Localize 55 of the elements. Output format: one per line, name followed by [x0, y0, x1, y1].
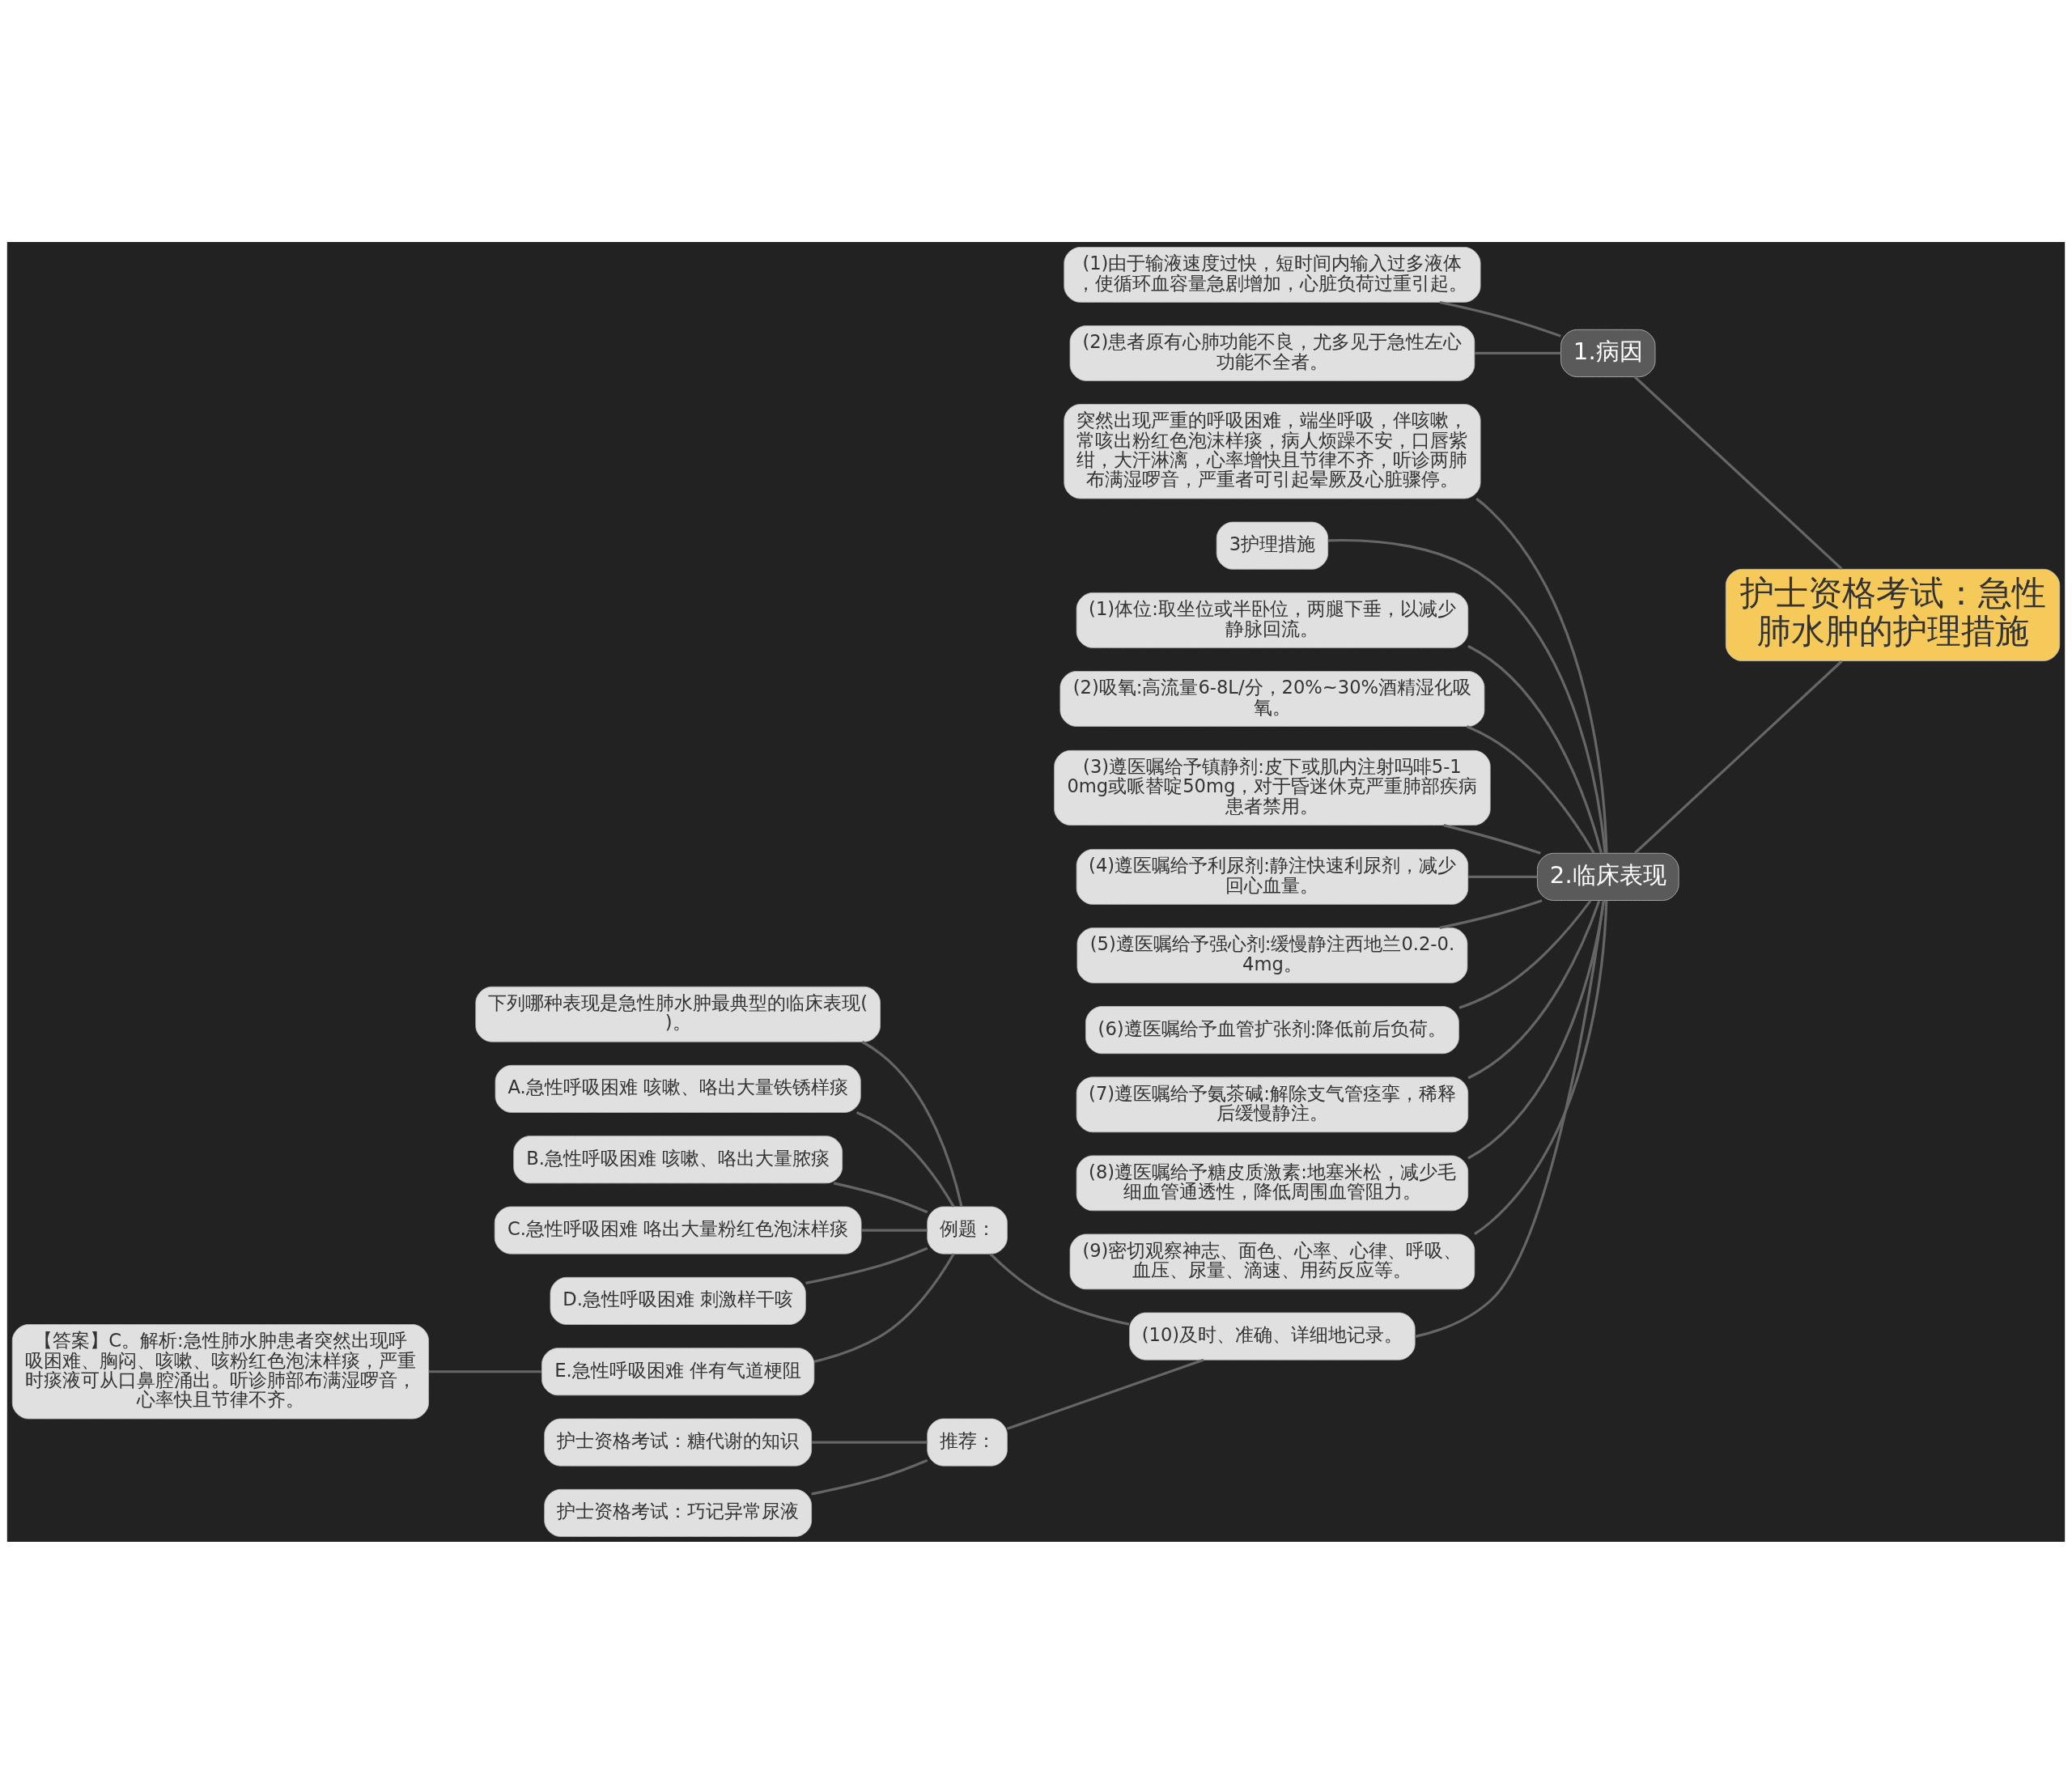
connector	[1327, 538, 1607, 853]
node-box: (1)由于输液速度过快，短时间内输入过多液体，使循环血容量急剧增加，心脏负荷过重引起。	[1064, 246, 1481, 303]
connector	[812, 1440, 928, 1444]
connector	[833, 1181, 928, 1213]
connector	[1474, 900, 1608, 1235]
connector	[1439, 300, 1561, 337]
connector	[1006, 1358, 1204, 1430]
node-box: 2.临床表现	[1537, 852, 1679, 901]
node-box: A.急性呼吸困难 咳嗽、咯出大量铁锈样痰	[495, 1064, 861, 1113]
connector	[1475, 497, 1608, 853]
node-box: 护士资格考试：巧记异常尿液	[544, 1488, 813, 1537]
connector	[1439, 898, 1543, 929]
node-box: (4)遵医嘱给予利尿剂:静注快速利尿剂，减少回心血量。	[1076, 848, 1469, 905]
node-box: (8)遵医嘱给予糖皮质激素:地塞米松，减少毛细血管通透性，降低周围血管阻力。	[1076, 1155, 1469, 1211]
node-box: C.急性呼吸困难 咯出大量粉红色泡沫样痰	[494, 1206, 862, 1254]
connector	[861, 1228, 928, 1232]
connector	[856, 1110, 955, 1208]
connector	[813, 1252, 955, 1363]
connector	[989, 1252, 1130, 1326]
connector	[1467, 900, 1601, 1079]
node-box: 例题：	[927, 1206, 1008, 1254]
connector	[1633, 376, 1843, 570]
node-box: (6)遵医嘱给予血管扩张剂:降低前后负荷。	[1085, 1005, 1459, 1054]
node-box: E.急性呼吸困难 伴有气道梗阻	[541, 1347, 815, 1395]
node-box: 1.病因	[1560, 329, 1656, 377]
node-box: (10)及时、准确、详细地记录。	[1129, 1312, 1416, 1361]
node-box: 护士资格考试：糖代谢的知识	[544, 1418, 813, 1467]
node-box: (2)患者原有心肺功能不良，尤多见于急性左心功能不全者。	[1069, 325, 1475, 381]
connector	[429, 1369, 541, 1373]
node-box: (3)遵医嘱给予镇静剂:皮下或肌内注射吗啡5-10mg或哌替啶50mg，对于昏迷休克严重肺部疾病患者禁用。	[1054, 749, 1491, 826]
node-box: (7)遵医嘱给予氨茶碱:解除支气管痉挛，稀释后缓慢静注。	[1076, 1076, 1469, 1132]
node-box: (1)体位:取坐位或半卧位，两腿下垂，以减少静脉回流。	[1076, 592, 1469, 648]
connector	[1468, 875, 1538, 878]
node-box: (2)吸氧:高流量6-8L/分，20%~30%酒精湿化吸氧。	[1059, 670, 1485, 727]
connector	[805, 1246, 928, 1284]
connector	[1467, 899, 1606, 1160]
node-box: 推荐：	[927, 1418, 1008, 1467]
connector	[1633, 660, 1843, 854]
node-box: D.急性呼吸困难 刺激样干咳	[550, 1276, 806, 1325]
node-box: 下列哪种表现是急性肺水肿最典型的临床表现( )。	[475, 986, 881, 1042]
connector	[1443, 823, 1541, 855]
connector	[1466, 724, 1595, 853]
connector	[861, 1040, 963, 1207]
connector	[1467, 644, 1603, 853]
connector	[1475, 351, 1561, 354]
node-box: (5)遵医嘱给予强心剂:缓慢静注西地兰0.2-0.4mg。	[1076, 927, 1468, 983]
node-box: 3护理措施	[1216, 521, 1329, 570]
connector	[811, 1458, 928, 1495]
node-box: 护士资格考试：急性肺水肿的护理措施	[1725, 568, 2061, 661]
connector	[1458, 899, 1592, 1009]
node-box: 【答案】C。解析:急性肺水肿患者突然出现呼吸困难、胸闷、咳嗽、咳粉红色泡沫样痰，严重时痰液可从口鼻腔涌出。听诊肺部布满湿啰音，心率快且节律不齐。	[11, 1323, 429, 1419]
node-box: B.急性呼吸困难 咳嗽、咯出大量脓痰	[513, 1135, 843, 1183]
node-box: (9)密切观察神志、面色、心率、心律、呼吸、血压、尿量、滴速、用药反应等。	[1069, 1233, 1475, 1289]
node-box: 突然出现严重的呼吸困难，端坐呼吸，伴咳嗽，常咳出粉红色泡沫样痰，病人烦躁不安，口唇紫绀，大汗淋漓，心率增快且节律不齐，听诊两肺布满湿啰音，严重者可引起晕厥及心脏骤停。	[1064, 403, 1481, 499]
connector	[1415, 900, 1605, 1338]
